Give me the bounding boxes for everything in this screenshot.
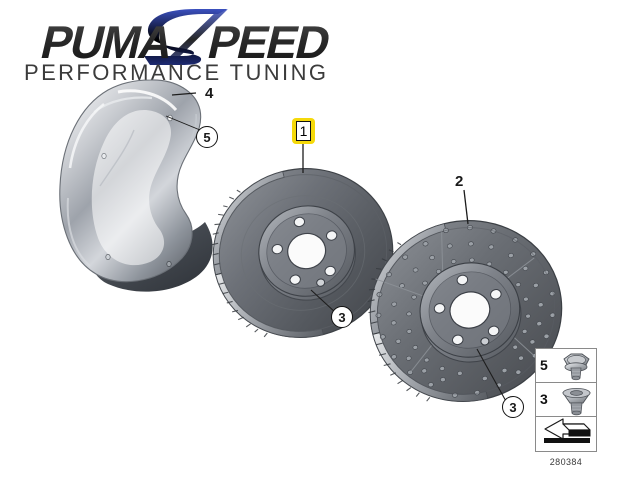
callout-3a[interactable]: 3 <box>331 306 353 328</box>
part-brake-dust-shield <box>59 79 213 292</box>
diagram-id-caption: 280384 <box>549 457 583 467</box>
callout-3a-label: 3 <box>338 309 346 325</box>
leader-line-3b <box>476 348 508 404</box>
part-drilled-brake-disc <box>367 220 563 402</box>
legend-row-bolt: 5 <box>536 349 596 383</box>
disc2-center-bore <box>449 291 491 329</box>
shield-hole-4 <box>166 261 172 267</box>
callout-1-box: 1 <box>296 121 311 141</box>
disc2-drill-holes <box>375 225 556 398</box>
legend-row-screw-number: 3 <box>540 391 548 408</box>
brand-swoosh-s <box>144 9 228 65</box>
shield-hole-2 <box>101 153 107 159</box>
shield-hole-3 <box>105 254 111 260</box>
callout-4-label: 4 <box>205 85 214 102</box>
disc1-lug-holes <box>271 216 338 285</box>
disc1-retaining-screw-hole <box>316 278 326 287</box>
legend-row-direction <box>536 417 596 451</box>
direction-arrow-icon <box>536 417 596 451</box>
callout-4[interactable]: 4 <box>205 86 213 101</box>
leader-line-4 <box>171 92 197 96</box>
disc1-center-bore <box>287 232 327 270</box>
callout-1-highlight[interactable]: 1 <box>292 118 315 144</box>
brand-tagline: PERFORMANCE TUNING <box>24 60 328 85</box>
callout-5[interactable]: 5 <box>196 126 218 148</box>
disc2-cooling-vanes <box>367 242 431 402</box>
callout-2-label: 2 <box>455 173 464 190</box>
disc2-retaining-screw-hole <box>480 337 490 346</box>
leader-line-3a <box>310 289 337 314</box>
part-vented-brake-disc <box>212 168 394 338</box>
legend-row-bolt-number: 5 <box>540 357 548 374</box>
callout-leader-lines <box>165 92 508 404</box>
brand-logo-svg: PUMA PEED PERFORMANCE TUNING <box>24 9 334 85</box>
countersunk-screw-icon <box>554 383 596 416</box>
brand-text-puma: PUMA <box>36 17 178 68</box>
svg-text:PEED: PEED <box>203 17 334 68</box>
leader-line-5 <box>165 115 201 131</box>
callout-3b-label: 3 <box>509 399 517 415</box>
callout-5-label: 5 <box>203 129 211 145</box>
disc1-cooling-vanes <box>212 189 268 338</box>
leader-line-2 <box>463 189 469 225</box>
legend-row-screw: 3 <box>536 383 596 417</box>
callout-3b[interactable]: 3 <box>502 396 524 418</box>
callout-2[interactable]: 2 <box>455 174 463 189</box>
brand-text-peed: PEED <box>203 17 334 68</box>
fastener-legend: 5 <box>535 348 597 452</box>
svg-text:PUMA: PUMA <box>36 17 178 68</box>
brand-logo: PUMA PEED PERFORMANCE TUNING <box>22 8 382 86</box>
callout-1-label: 1 <box>299 123 308 139</box>
hex-bolt-icon <box>554 349 596 382</box>
callout-5-circle: 5 <box>196 126 218 148</box>
callout-3b-circle: 3 <box>502 396 524 418</box>
callout-3a-circle: 3 <box>331 306 353 328</box>
disc2-lug-holes <box>433 274 502 346</box>
